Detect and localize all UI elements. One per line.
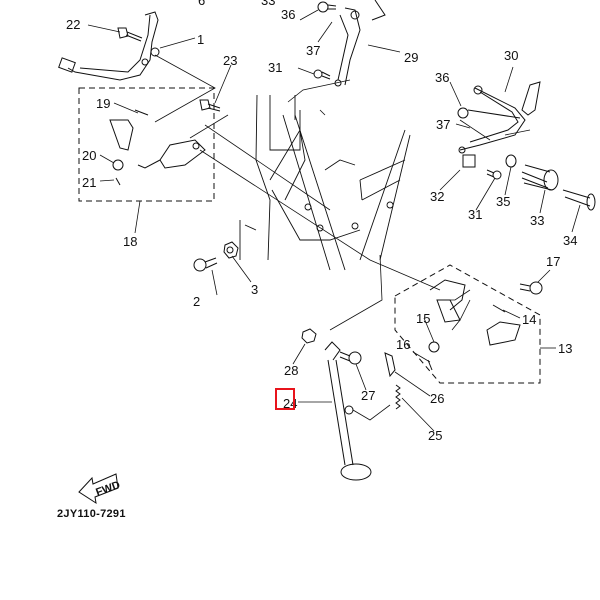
part-label-18: 18: [123, 234, 138, 249]
frame-drawing: [239, 94, 411, 271]
part-label-22: 22: [66, 17, 81, 32]
part-label-3: 3: [251, 282, 259, 297]
pin-34-drawing: [562, 189, 596, 211]
part-label-37-right: 37: [436, 117, 451, 132]
part-label-1: 1: [197, 32, 205, 47]
part-label-23: 23: [223, 53, 238, 68]
subassembly-13-drawing: [427, 279, 521, 371]
bolt-31-top-drawing: [313, 69, 331, 80]
part-label-36-top: 36: [281, 7, 296, 22]
part-label-31-top: 31: [268, 60, 283, 75]
part-label-13: 13: [558, 341, 573, 356]
part-label-36-right: 36: [435, 70, 450, 85]
part-label-25: 25: [428, 428, 443, 443]
part-label-16: 16: [396, 337, 411, 352]
part-label-15: 15: [416, 311, 431, 326]
footpeg-rubber-33-drawing: [521, 164, 559, 191]
block-32-drawing: [462, 154, 476, 168]
bolt-27-drawing: [339, 351, 362, 365]
part-label-35: 35: [496, 194, 511, 209]
part-label-28: 28: [284, 363, 299, 378]
side-stand-24-drawing: [324, 341, 372, 481]
brake-pedal-drawing: [58, 11, 160, 81]
pin-36-top-drawing: [317, 1, 337, 13]
fwd-arrow-icon: [78, 473, 119, 505]
bolt-22-drawing: [117, 27, 143, 42]
washer-35-drawing: [505, 154, 517, 168]
part-label-6: 6: [198, 0, 206, 8]
bolt-17-drawing: [519, 281, 543, 295]
part-label-21: 21: [82, 175, 97, 190]
part-label-33-top: 33: [261, 0, 276, 8]
part-label-27: 27: [361, 388, 376, 403]
nut-28-drawing: [301, 328, 317, 344]
diagram-code: 2JY110-7291: [57, 508, 126, 520]
leader-lines: [87, 9, 581, 432]
part-label-20: 20: [82, 148, 97, 163]
assembly-box-18: [78, 87, 215, 202]
pedal-30-drawing: [458, 81, 541, 154]
pin-36-right-drawing: [457, 107, 521, 119]
pedal-29-drawing: [334, 0, 386, 87]
part-label-31-right: 31: [468, 207, 483, 222]
highlight-box-part-24[interactable]: [275, 388, 295, 410]
nut-3-drawing: [223, 241, 239, 259]
part-label-14: 14: [522, 312, 537, 327]
assembly-box-13: [394, 264, 541, 384]
part-label-34: 34: [563, 233, 578, 248]
bolt-23-drawing: [199, 99, 221, 112]
part-label-33: 33: [530, 213, 545, 228]
bolt-31-right-drawing: [486, 169, 502, 180]
connection-lines: [154, 54, 531, 331]
part-label-30: 30: [504, 48, 519, 63]
part-label-2: 2: [193, 294, 201, 309]
spring-25-drawing: [395, 384, 401, 410]
part-label-37-top: 37: [306, 43, 321, 58]
part-label-29: 29: [404, 50, 419, 65]
part-label-19: 19: [96, 96, 111, 111]
part-label-26: 26: [430, 391, 445, 406]
plate-26-drawing: [384, 352, 396, 378]
part-label-32: 32: [430, 189, 445, 204]
subassembly-18-drawing: [109, 109, 206, 186]
bolt-2-drawing: [193, 257, 218, 272]
part-label-17: 17: [546, 254, 561, 269]
